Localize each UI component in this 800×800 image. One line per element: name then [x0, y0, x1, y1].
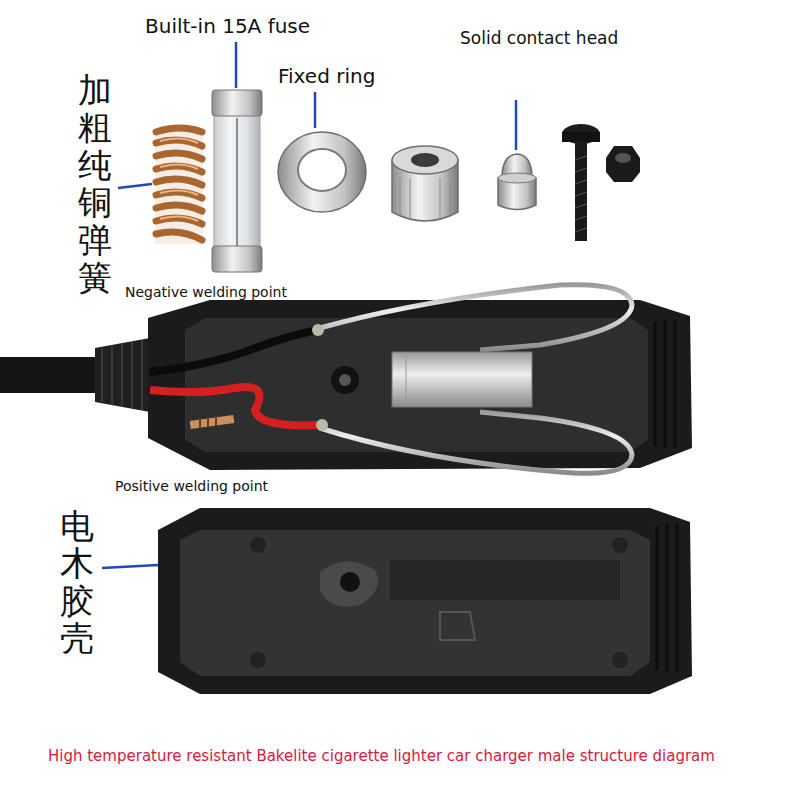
glass-fuse	[212, 90, 262, 272]
contact-head	[498, 154, 536, 210]
screw	[562, 124, 600, 241]
fixed-ring	[278, 132, 366, 212]
part-name: Built-in 15A fuse	[145, 14, 310, 38]
part-name: Fixed ring	[278, 64, 375, 88]
cable	[0, 338, 150, 412]
nut	[606, 146, 640, 182]
part-name: Solid contact head	[460, 28, 618, 48]
threaded-sleeve	[392, 146, 458, 221]
caption: High temperature resistant Bakelite ciga…	[48, 747, 715, 765]
part-name-vertical: 电木胶壳	[60, 508, 94, 658]
copper-spring	[155, 128, 203, 244]
housing-bottom-half	[158, 508, 692, 694]
housing-top-half	[148, 285, 692, 474]
part-name-vertical: 加粗纯铜弹簧	[78, 72, 112, 296]
callout-label: Positive welding point	[115, 478, 268, 495]
callout-label: Negative welding point	[125, 284, 287, 301]
